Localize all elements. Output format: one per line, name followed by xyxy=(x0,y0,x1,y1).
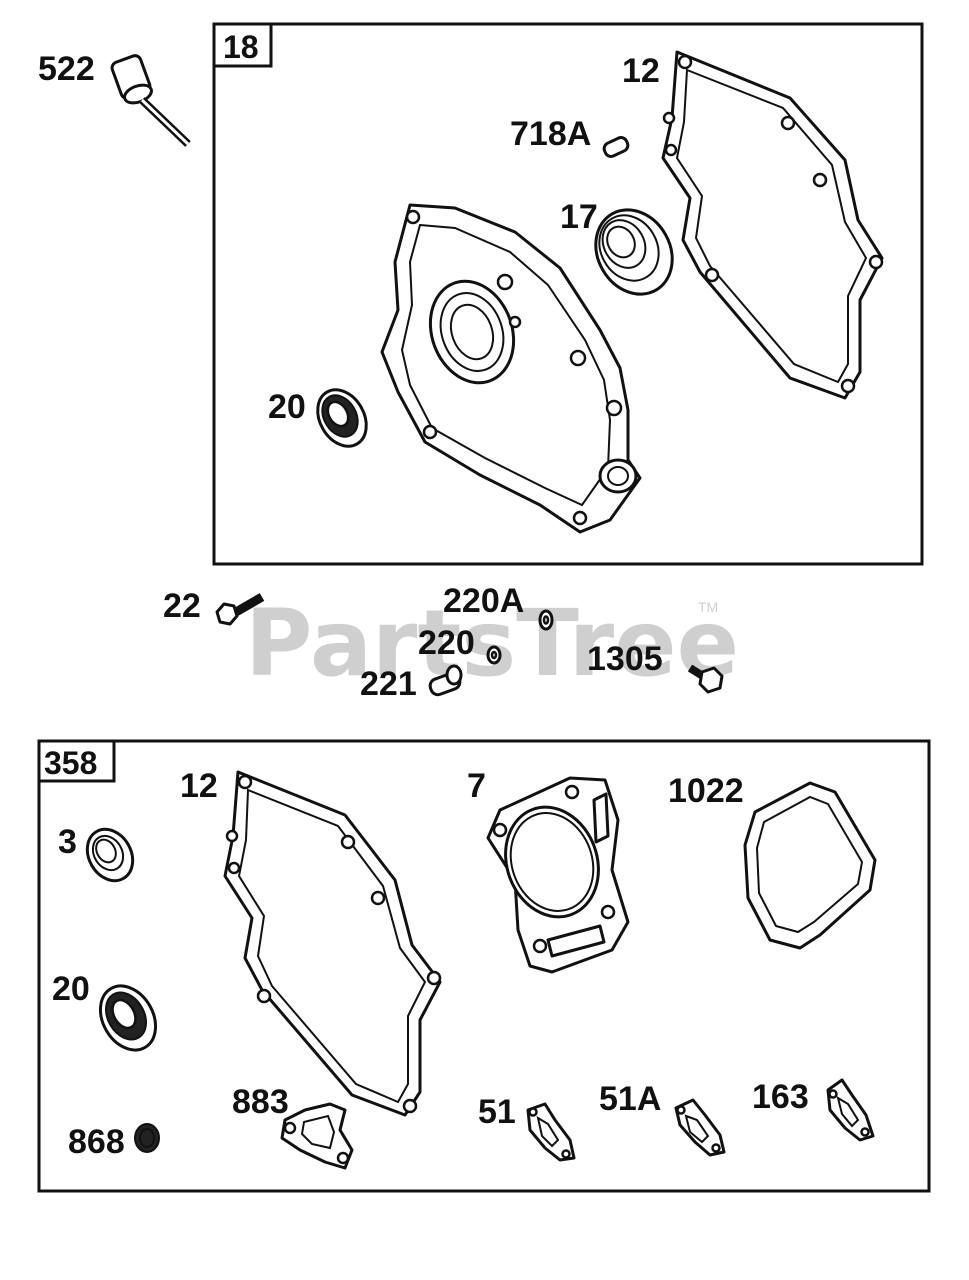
intake-gasket-part[interactable] xyxy=(280,1102,354,1170)
seal-868-part[interactable] xyxy=(134,1123,160,1153)
label-522[interactable]: 522 xyxy=(38,50,95,88)
head-gasket-part[interactable] xyxy=(486,776,630,974)
gasket-part-top[interactable] xyxy=(661,50,884,400)
crankcase-cover-part[interactable] xyxy=(380,203,642,534)
label-220a[interactable]: 220A xyxy=(443,582,524,620)
watermark-trademark: TM xyxy=(698,599,718,615)
label-1022[interactable]: 1022 xyxy=(668,772,744,810)
label-22[interactable]: 22 xyxy=(163,587,201,625)
oil-seal-part-top[interactable] xyxy=(308,381,376,455)
gasket-51-part[interactable] xyxy=(526,1102,576,1162)
label-868[interactable]: 868 xyxy=(68,1123,125,1161)
group-358-frame xyxy=(37,739,931,1193)
label-12-bottom[interactable]: 12 xyxy=(180,767,218,805)
label-220[interactable]: 220 xyxy=(418,624,475,662)
label-7[interactable]: 7 xyxy=(467,767,486,805)
label-883[interactable]: 883 xyxy=(232,1083,289,1121)
washer-a-part[interactable] xyxy=(538,609,554,631)
group-18-label-box xyxy=(212,22,273,68)
watermark-text: PartsTree xyxy=(245,590,739,697)
group-358-label-box xyxy=(37,739,116,783)
label-1305[interactable]: 1305 xyxy=(587,640,663,678)
label-3[interactable]: 3 xyxy=(58,823,77,861)
label-51a[interactable]: 51A xyxy=(599,1080,661,1118)
valve-cover-gasket-part[interactable] xyxy=(743,781,877,950)
screw-part[interactable] xyxy=(687,664,724,694)
crankcase-gasket-part[interactable] xyxy=(223,770,442,1117)
label-51[interactable]: 51 xyxy=(478,1093,516,1131)
oil-dipstick-part[interactable] xyxy=(110,54,191,147)
group-18-frame xyxy=(212,22,924,566)
label-12-top[interactable]: 12 xyxy=(622,52,660,90)
label-718a[interactable]: 718A xyxy=(510,115,591,153)
dowel-pin-part[interactable] xyxy=(602,136,630,159)
label-20-bottom[interactable]: 20 xyxy=(52,970,90,1008)
oil-seal-part-bottom[interactable] xyxy=(89,976,166,1060)
bolt-part[interactable] xyxy=(215,593,265,626)
pin-part[interactable] xyxy=(428,664,463,697)
oil-seal-small-part[interactable] xyxy=(78,821,141,889)
label-163[interactable]: 163 xyxy=(752,1078,809,1116)
label-20-top[interactable]: 20 xyxy=(268,388,306,426)
group-358-label: 358 xyxy=(44,745,97,781)
washer-part[interactable] xyxy=(486,645,502,665)
label-17[interactable]: 17 xyxy=(560,198,598,236)
label-221[interactable]: 221 xyxy=(360,665,417,703)
gasket-51a-part[interactable] xyxy=(674,1098,726,1157)
muffler-gasket-part[interactable] xyxy=(826,1078,875,1142)
group-18-label: 18 xyxy=(223,29,259,65)
bearing-part[interactable] xyxy=(581,196,687,308)
